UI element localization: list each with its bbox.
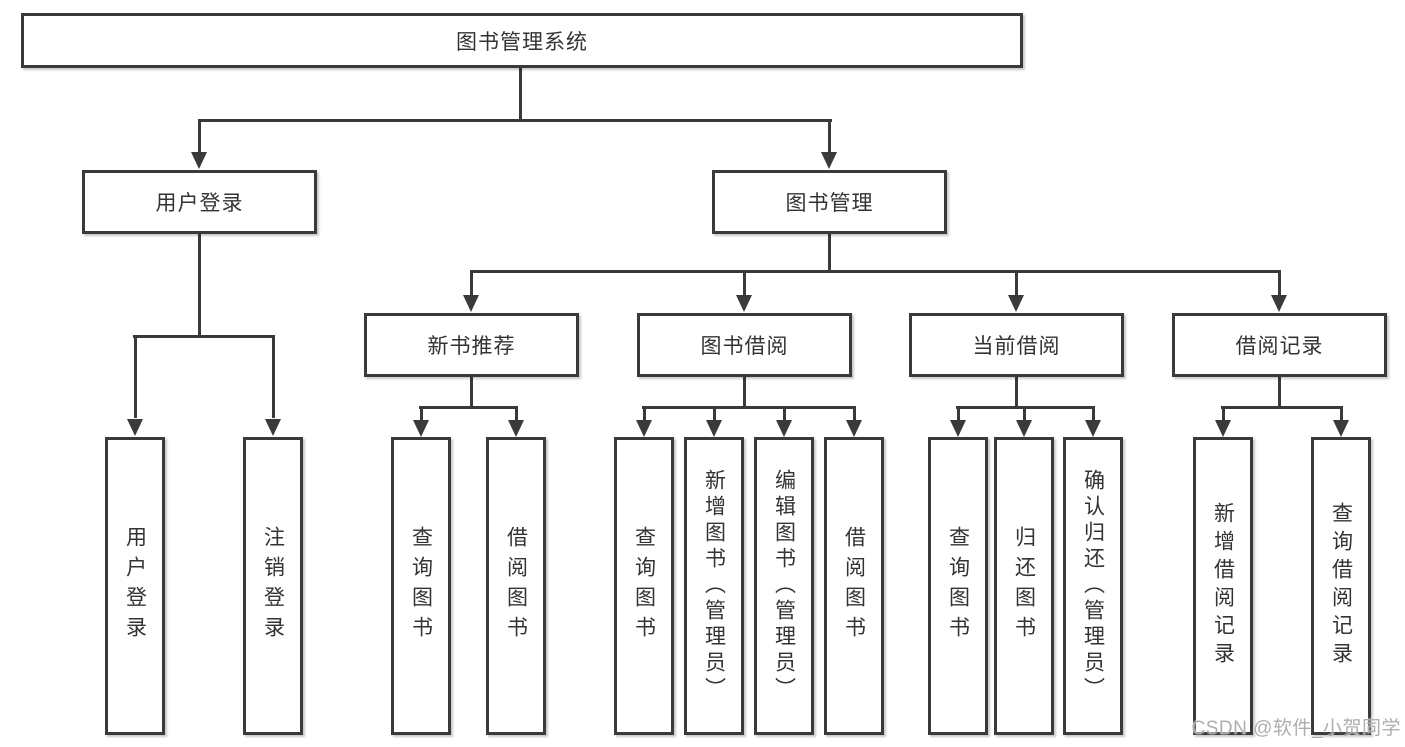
arrow-down-icon <box>508 420 524 437</box>
connector-leaf <box>783 406 786 422</box>
leaf-query-books-3-label: 查询图书 <box>946 526 970 646</box>
leaf-add-book-admin: 新增图书（管理员） <box>684 437 744 735</box>
connector-leaf <box>1092 406 1095 422</box>
leaf-query-books-3: 查询图书 <box>928 437 988 735</box>
leaf-query-books-1-label: 查询图书 <box>409 526 433 646</box>
arrow-down-icon <box>636 420 652 437</box>
connector-leaf <box>420 406 423 422</box>
leaf-add-borrow-record: 新增借阅记录 <box>1193 437 1253 735</box>
connector-leaf <box>1340 406 1343 422</box>
arrow-down-icon <box>706 420 722 437</box>
connector-to-user-login <box>198 119 201 154</box>
arrow-down-icon <box>265 419 281 436</box>
connector-leaf <box>713 406 716 422</box>
leaf-edit-book-admin-label: 编辑图书（管理员） <box>772 469 796 703</box>
connector-to-borrow-records <box>1278 270 1281 297</box>
connector-book-borrow-stem <box>743 377 746 406</box>
leaf-borrow-books-2-label: 借阅图书 <box>842 526 866 646</box>
connector-to-leaf-logout <box>272 335 275 418</box>
leaf-borrow-books-2: 借阅图书 <box>824 437 884 735</box>
connector-to-leaf-user-login <box>134 335 137 418</box>
node-book-borrow-label: 图书借阅 <box>700 335 789 358</box>
connector-leaf <box>1023 406 1026 422</box>
connector-book-mgmt-stem <box>828 234 831 270</box>
csdn-watermark: CSDN @软件_小贺同学 <box>1191 718 1401 739</box>
connector-to-current-borrow <box>1015 270 1018 297</box>
leaf-query-books-1: 查询图书 <box>391 437 451 735</box>
arrow-down-icon <box>736 295 752 312</box>
node-current-borrow-label: 当前借阅 <box>972 335 1061 358</box>
arrow-down-icon <box>127 419 143 436</box>
node-user-login-label: 用户登录 <box>155 192 244 215</box>
leaf-logout-label: 注销登录 <box>261 526 285 646</box>
node-book-management: 图书管理 <box>712 170 947 234</box>
leaf-edit-book-admin: 编辑图书（管理员） <box>754 437 814 735</box>
leaf-borrow-books-1: 借阅图书 <box>486 437 546 735</box>
connector-new-book-branch <box>419 406 517 409</box>
arrow-down-icon <box>1215 420 1231 437</box>
arrow-down-icon <box>821 152 837 169</box>
leaf-return-book: 归还图书 <box>994 437 1054 735</box>
node-new-book-recommend: 新书推荐 <box>364 313 579 377</box>
connector-leaf <box>957 406 960 422</box>
arrow-down-icon <box>1271 295 1287 312</box>
arrow-down-icon <box>846 420 862 437</box>
leaf-query-borrow-record: 查询借阅记录 <box>1311 437 1371 735</box>
leaf-return-book-label: 归还图书 <box>1012 526 1036 646</box>
arrow-down-icon <box>776 420 792 437</box>
node-borrow-records: 借阅记录 <box>1172 313 1387 377</box>
leaf-add-book-admin-label: 新增图书（管理员） <box>702 469 726 703</box>
connector-root-stem <box>519 68 522 119</box>
node-root-label: 图书管理系统 <box>456 30 588 54</box>
connector-user-login-branch <box>133 335 275 338</box>
connector-leaf <box>515 406 518 422</box>
node-borrow-records-label: 借阅记录 <box>1235 335 1324 358</box>
connector-leaf <box>643 406 646 422</box>
node-user-login: 用户登录 <box>82 170 317 234</box>
connector-book-borrow-branch <box>642 406 855 409</box>
leaf-add-borrow-record-label: 新增借阅记录 <box>1211 502 1235 670</box>
connector-leaf <box>1222 406 1225 422</box>
leaf-query-books-2: 查询图书 <box>614 437 674 735</box>
connector-root-branch <box>198 119 832 122</box>
arrow-down-icon <box>1016 420 1032 437</box>
leaf-confirm-return-admin-label: 确认归还（管理员） <box>1081 469 1105 703</box>
arrow-down-icon <box>1008 295 1024 312</box>
leaf-logout: 注销登录 <box>243 437 303 735</box>
connector-to-book-borrow <box>743 270 746 297</box>
leaf-query-borrow-record-label: 查询借阅记录 <box>1329 502 1353 670</box>
node-root: 图书管理系统 <box>21 13 1023 68</box>
connector-borrow-records-branch <box>1221 406 1342 409</box>
connector-to-book-mgmt <box>828 119 831 154</box>
connector-borrow-records-stem <box>1278 377 1281 406</box>
node-current-borrow: 当前借阅 <box>909 313 1124 377</box>
arrow-down-icon <box>950 420 966 437</box>
leaf-user-login-label: 用户登录 <box>123 526 147 646</box>
connector-user-login-stem <box>198 234 201 335</box>
connector-leaf <box>853 406 856 422</box>
arrow-down-icon <box>191 152 207 169</box>
node-book-management-label: 图书管理 <box>785 192 874 215</box>
leaf-borrow-books-1-label: 借阅图书 <box>504 526 528 646</box>
connector-to-new-book <box>470 270 473 297</box>
leaf-user-login: 用户登录 <box>105 437 165 735</box>
connector-current-borrow-stem <box>1015 377 1018 406</box>
arrow-down-icon <box>463 295 479 312</box>
connector-new-book-stem <box>470 377 473 406</box>
connector-book-mgmt-branch <box>470 270 1281 273</box>
leaf-query-books-2-label: 查询图书 <box>632 526 656 646</box>
arrow-down-icon <box>1333 420 1349 437</box>
arrow-down-icon <box>1085 420 1101 437</box>
arrow-down-icon <box>413 420 429 437</box>
node-new-book-recommend-label: 新书推荐 <box>427 335 516 358</box>
leaf-confirm-return-admin: 确认归还（管理员） <box>1063 437 1123 735</box>
node-book-borrow: 图书借阅 <box>637 313 852 377</box>
